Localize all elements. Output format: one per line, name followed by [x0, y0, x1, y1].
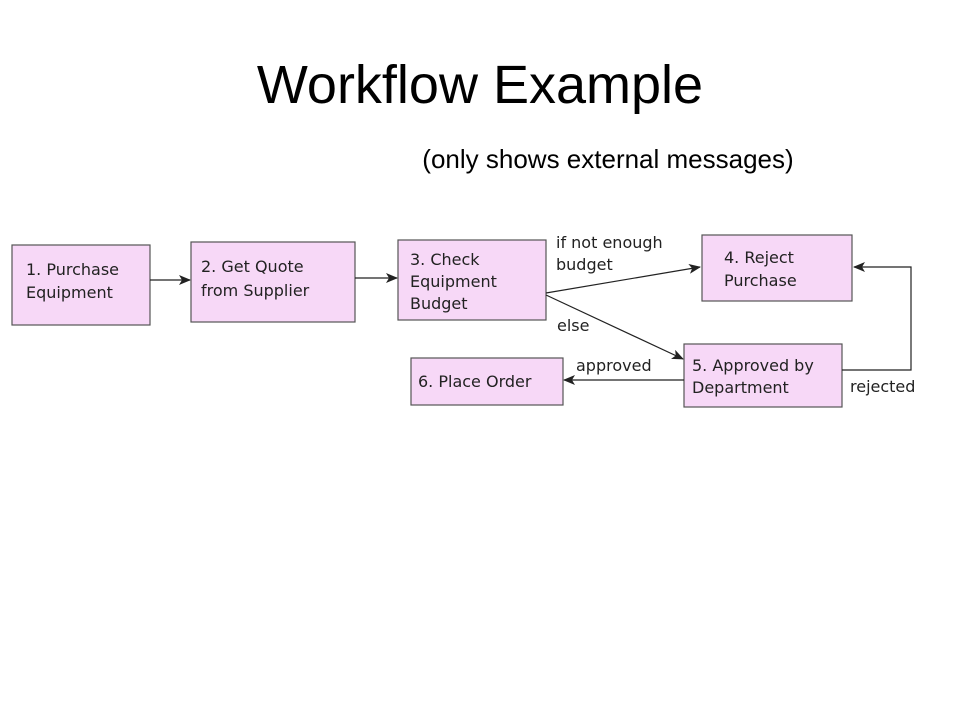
node-purchase-equipment-line2: Equipment: [26, 283, 113, 302]
node-purchase-equipment-box: [11, 244, 151, 326]
node-approved-by-department-line2: Department: [692, 378, 789, 397]
node-get-quote-box: [190, 241, 356, 323]
edge-3-to-5: [545, 294, 684, 360]
node-get-quote-line2: from Supplier: [201, 281, 310, 300]
node-reject-purchase: 4. Reject Purchase: [701, 234, 853, 302]
node-get-quote: 2. Get Quote from Supplier: [190, 241, 356, 323]
node-get-quote-line1: 2. Get Quote: [201, 257, 304, 276]
edge-label-approved: approved: [576, 356, 652, 375]
node-approved-by-department: 5. Approved by Department: [683, 343, 843, 408]
node-check-budget: 3. Check Equipment Budget: [397, 239, 547, 321]
edge-label-rejected: rejected: [850, 377, 915, 396]
slide-subtitle: (only shows external messages): [422, 144, 794, 174]
node-reject-purchase-line1: 4. Reject: [724, 248, 794, 267]
slide-title: Workflow Example: [256, 55, 704, 115]
node-reject-purchase-box: [701, 234, 853, 302]
node-purchase-equipment: 1. Purchase Equipment: [11, 244, 151, 326]
node-purchase-equipment-line1: 1. Purchase: [26, 260, 119, 279]
edge-label-else: else: [557, 316, 589, 335]
node-approved-by-department-line1: 5. Approved by: [692, 356, 814, 375]
node-place-order-box: [410, 357, 564, 406]
edge-3-to-4: [545, 263, 701, 294]
node-approved-by-department-box: [683, 343, 843, 408]
edge-label-if-not-enough-line2: budget: [556, 255, 613, 274]
node-place-order: 6. Place Order: [410, 357, 564, 406]
node-check-budget-line3: Budget: [410, 294, 468, 313]
node-check-budget-box: [397, 239, 547, 321]
edge-5-to-4: [842, 262, 912, 371]
node-place-order-line1: 6. Place Order: [418, 372, 532, 391]
node-check-budget-line1: 3. Check: [410, 250, 480, 269]
node-reject-purchase-line2: Purchase: [724, 271, 797, 290]
edge-label-if-not-enough-line1: if not enough: [556, 233, 663, 252]
node-check-budget-line2: Equipment: [410, 272, 497, 291]
